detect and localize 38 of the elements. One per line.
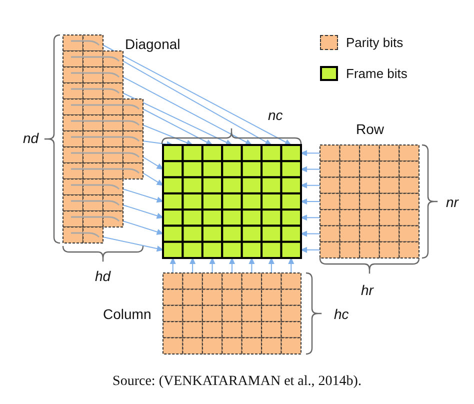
arrow: [142, 108, 214, 146]
arrow: [122, 204, 164, 219]
caption: Source: (VENKATARAMAN et al., 2014b).: [112, 374, 362, 390]
arrow: [122, 60, 272, 146]
legend-label: Frame bits: [346, 66, 408, 81]
dimension-label: nr: [446, 194, 458, 210]
arrow: [300, 230, 320, 237]
arrow: [300, 246, 320, 253]
arrow: [288, 257, 294, 274]
arrow: [102, 44, 292, 146]
block-label: Diagonal: [125, 36, 180, 52]
arrow: [300, 150, 320, 156]
arrow: [228, 257, 236, 274]
arrow: [102, 236, 164, 252]
dimension-label: nd: [23, 130, 39, 146]
block-label: Column: [103, 306, 152, 322]
legend-label: Parity bits: [346, 35, 404, 50]
arrow: [122, 76, 252, 146]
arrow: [300, 166, 320, 172]
arrow: [300, 182, 320, 188]
arrow: [122, 220, 164, 235]
dimension-label: hc: [334, 306, 349, 322]
arrow: [122, 92, 233, 146]
arrow: [170, 257, 176, 274]
arrow: [268, 257, 274, 274]
arrow: [142, 156, 164, 170]
dimension-label: hd: [95, 268, 111, 284]
arrow: [209, 257, 216, 274]
arrow: [300, 214, 320, 221]
arrow: [190, 257, 196, 274]
arrow: [300, 198, 320, 205]
block-label: Row: [356, 121, 384, 137]
arrow: [142, 124, 194, 146]
arrow: [122, 188, 164, 203]
dimension-label: hr: [361, 282, 374, 298]
dimension-label: nc: [268, 107, 283, 123]
arrow: [248, 257, 255, 274]
arrow: [142, 172, 164, 186]
